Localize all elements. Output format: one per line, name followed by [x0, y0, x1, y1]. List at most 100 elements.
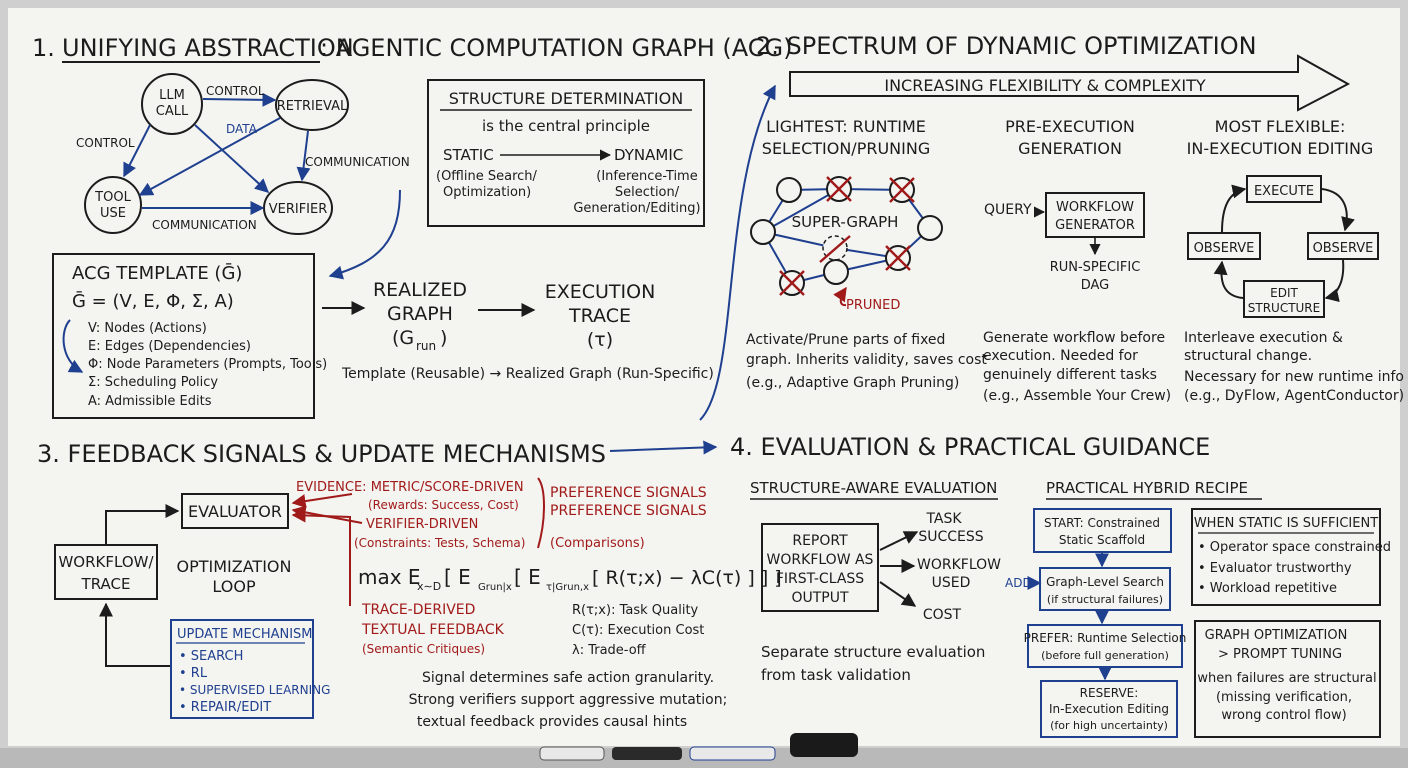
update-search: • SEARCH — [179, 649, 243, 664]
recipe-heading: PRACTICAL HYBRID RECIPE — [1046, 479, 1248, 497]
template-caption: Template (Reusable) → Realized Graph (Ru… — [341, 366, 714, 382]
col3-desc-2: structural change. — [1184, 348, 1312, 364]
edit-structure-box — [1243, 280, 1325, 318]
preference-signals-sub: (Comparisons) — [550, 536, 645, 551]
report-workflow-box — [761, 523, 879, 612]
structure-subtitle: is the central principle — [482, 117, 650, 135]
s4-title: 4. EVALUATION & PRACTICAL GUIDANCE — [730, 433, 1210, 461]
workflow-generator-label-a: WORKFLOW — [1056, 200, 1134, 215]
edge-retrieval-tool — [138, 117, 281, 196]
svg-text:TRACE: TRACE — [568, 305, 631, 327]
run-specific-dag-a: RUN-SPECIFIC — [1050, 260, 1141, 275]
recipe-search-box — [1039, 567, 1171, 611]
svg-text:(before full generation): (before full generation) — [1041, 649, 1169, 662]
graph-opt-c: when failures are structural — [1197, 671, 1376, 686]
svg-text:): ) — [440, 327, 447, 349]
node-llm-label-b: CALL — [156, 104, 189, 119]
col1-desc-3: (e.g., Adaptive Graph Pruning) — [746, 375, 959, 391]
in-execution-column: MOST FLEXIBLE: IN-EXECUTION EDITING EXEC… — [1184, 117, 1404, 404]
verifier-driven: VERIFIER-DRIVEN — [366, 517, 478, 532]
static-desc-2: Optimization) — [443, 185, 531, 200]
static-sufficient-box: WHEN STATIC IS SUFFICIENT • Operator spa… — [1191, 508, 1391, 606]
feedback-signals: EVIDENCE: METRIC/SCORE-DRIVEN (Rewards: … — [291, 477, 707, 656]
svg-text:Static Scaffold: Static Scaffold — [1059, 533, 1145, 547]
structure-aware-evaluation: STRUCTURE-AWARE EVALUATION REPORT WORKFL… — [750, 479, 1001, 684]
recipe-add-label: ADD: — [1005, 576, 1036, 590]
out-workflow-a: WORKFLOW — [917, 557, 1001, 573]
template-item-v: V: Nodes (Actions) — [88, 321, 207, 336]
s1-title-rest: : AGENTIC COMPUTATION GRAPH (ACG) — [320, 34, 792, 62]
svg-text:(if structural failures): (if structural failures) — [1047, 593, 1163, 606]
structure-determination-box: STRUCTURE DETERMINATION is the central p… — [427, 79, 705, 227]
s1-title-underlined: UNIFYING ABSTRACTION — [62, 34, 354, 62]
report-line-3: FIRST-CLASS — [776, 571, 864, 587]
out-cost: COST — [923, 607, 962, 623]
col2-heading-2: GENERATION — [1018, 139, 1122, 158]
execute-label: EXECUTE — [1254, 184, 1314, 199]
col1-heading-1: LIGHTEST: RUNTIME — [766, 117, 926, 136]
evidence-metric-sub: (Rewards: Success, Cost) — [368, 498, 519, 512]
out-task-a: TASK — [925, 511, 962, 527]
edit-label-b: STRUCTURE — [1248, 301, 1320, 315]
node-llm-call — [141, 73, 203, 135]
template-title: ACG TEMPLATE (Ḡ) — [72, 262, 242, 284]
eraser[interactable] — [790, 733, 858, 757]
svg-text:Graph-Level Search: Graph-Level Search — [1046, 575, 1164, 589]
col1-desc-1: Activate/Prune parts of fixed — [746, 332, 945, 348]
pre-execution-column: PRE-EXECUTION GENERATION QUERY WORKFLOW … — [983, 117, 1171, 404]
legend-c: C(τ): Execution Cost — [572, 623, 704, 638]
eq-sub-2: Grun|x — [478, 582, 512, 593]
label-data: DATA — [226, 122, 258, 136]
graph-opt-a: GRAPH OPTIMIZATION — [1205, 628, 1348, 643]
s3-note-2: Strong verifiers support aggressive muta… — [409, 692, 728, 708]
col2-desc-1: Generate workflow before — [983, 330, 1165, 346]
eval-desc-2: from task validation — [761, 666, 911, 684]
edge-retrieval-verifier — [296, 130, 311, 182]
edit-label-a: EDIT — [1270, 286, 1298, 300]
node-tool-label-b: USE — [100, 206, 126, 221]
svg-text:REALIZED: REALIZED — [373, 279, 467, 301]
s3-note-1: Signal determines safe action granularit… — [422, 670, 714, 686]
col3-desc-3: Necessary for new runtime info — [1184, 369, 1404, 385]
markers[interactable] — [539, 733, 858, 761]
label-control-top: CONTROL — [206, 84, 265, 98]
legend-r: R(τ;x): Task Quality — [572, 603, 699, 618]
svg-text:RESERVE:: RESERVE: — [1080, 686, 1139, 700]
graph-opt-b: > PROMPT TUNING — [1218, 647, 1342, 662]
update-supervised: • SUPERVISED LEARNING — [179, 683, 330, 697]
verifier-driven-sub: (Constraints: Tests, Schema) — [354, 536, 525, 550]
graph-opt-e: wrong control flow) — [1221, 708, 1346, 723]
svg-text:PREFER: Runtime Selection: PREFER: Runtime Selection — [1024, 631, 1187, 645]
label-dynamic: DYNAMIC — [614, 146, 683, 164]
template-formula: Ḡ = (V, E, Φ, Σ, A) — [72, 290, 234, 312]
static-desc-1: (Offline Search/ — [436, 169, 538, 184]
structure-title: STRUCTURE DETERMINATION — [449, 89, 683, 108]
workflow-generator-label-b: GENERATOR — [1055, 218, 1135, 233]
node-tool-use — [84, 176, 142, 234]
update-repair: • REPAIR/EDIT — [179, 700, 271, 715]
arrow-s3-to-s4 — [609, 440, 718, 455]
col2-desc-2: execution. Needed for — [983, 348, 1138, 364]
acg-template-box: ACG TEMPLATE (Ḡ) Ḡ = (V, E, Φ, Σ, A) V: … — [52, 253, 327, 419]
legend-lambda: λ: Trade-off — [572, 643, 647, 658]
node-retrieval-label: RETRIEVAL — [277, 99, 348, 114]
preference-signals-1: PREFERENCE SIGNALS — [550, 485, 707, 501]
svg-text:(for high uncertainty): (for high uncertainty) — [1050, 719, 1168, 732]
col3-desc-4: (e.g., DyFlow, AgentConductor) — [1184, 388, 1404, 404]
loop-label-b: LOOP — [212, 577, 256, 596]
run-specific-dag-b: DAG — [1081, 278, 1110, 293]
static-item-3: • Workload repetitive — [1198, 581, 1337, 596]
label-control-left: CONTROL — [76, 136, 135, 150]
edge-llm-retrieval — [202, 92, 277, 107]
eq-sub-3: τ|Grun,x — [546, 582, 589, 593]
template-item-a: A: Admissible Edits — [88, 394, 212, 409]
optimization-loop: EVALUATOR WORKFLOW/ TRACE OPTIMIZATION L… — [54, 493, 330, 719]
arrow-to-template — [328, 189, 401, 280]
workflow-trace-label-a: WORKFLOW/ — [58, 553, 154, 571]
semantic-critiques: (Semantic Critiques) — [362, 642, 485, 656]
col3-heading-2: IN-EXECUTION EDITING — [1187, 139, 1374, 158]
super-graph: SUPER-GRAPH PRUNED — [750, 176, 943, 313]
eval-desc-1: Separate structure evaluation — [761, 643, 985, 661]
eval-heading: STRUCTURE-AWARE EVALUATION — [750, 479, 997, 497]
node-tool-label-a: TOOL — [94, 190, 131, 205]
